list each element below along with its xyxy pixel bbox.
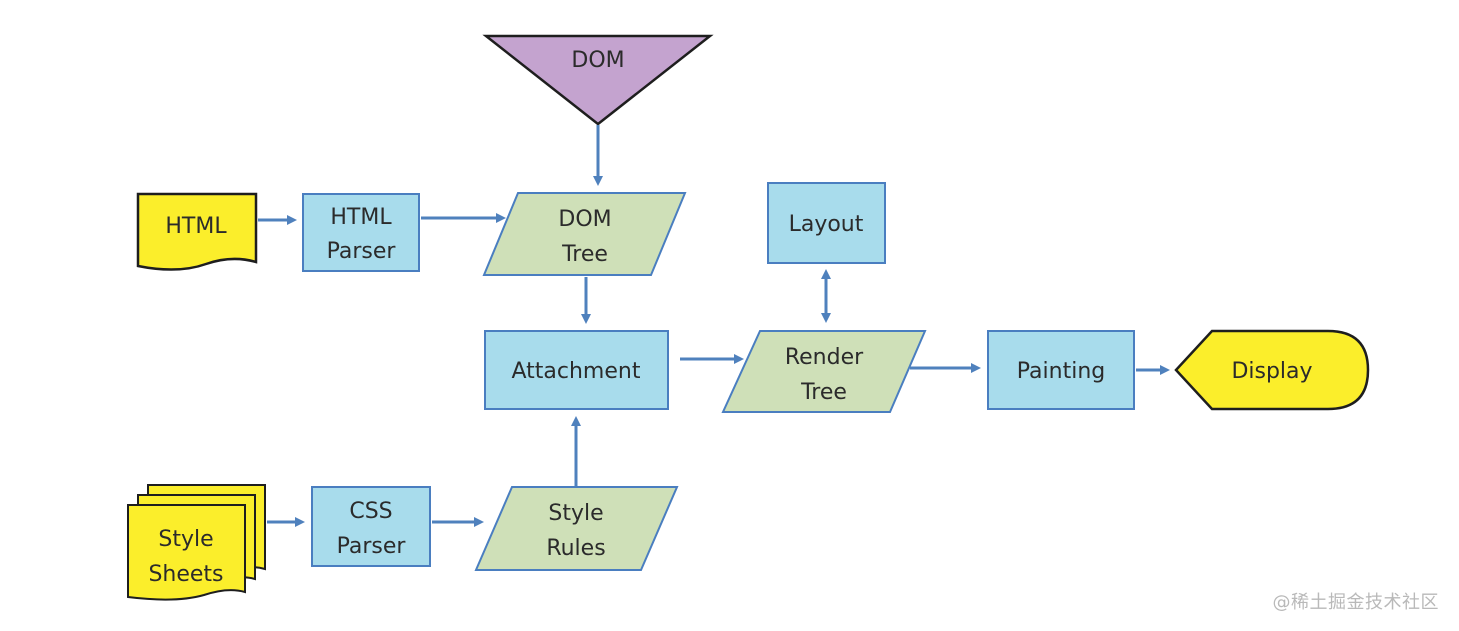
connector-arrows [258,125,1170,527]
attachment-label: Attachment [512,359,641,384]
render-tree-node: Render Tree [721,330,927,413]
html-parser-label-line2: Parser [327,239,397,264]
css-parser-label-line1: CSS [349,499,392,524]
html-parser-label-line1: HTML [330,205,392,230]
dom-tree-node: DOM Tree [482,192,687,276]
html-document-node: HTML [136,192,258,271]
style-rules-label-line1: Style [548,501,603,526]
css-parser-label-line2: Parser [337,534,407,559]
html-label: HTML [165,214,227,239]
render-tree-label-line2: Tree [800,380,847,405]
watermark-text: @稀土掘金技术社区 [1272,592,1439,613]
style-rules-node: Style Rules [474,486,679,571]
style-sheets-node: Style Sheets [127,484,266,601]
layout-node: Layout [767,182,886,264]
style-rules-label-line2: Rules [546,536,605,561]
dom-tree-label-line2: Tree [561,242,608,267]
style-sheets-label-line1: Style [158,527,213,552]
render-tree-label-line1: Render [785,345,864,370]
dom-label: DOM [571,48,624,73]
display-label: Display [1231,359,1312,384]
html-parser-node: HTML Parser [302,193,420,272]
painting-label: Painting [1017,359,1105,384]
display-node: Display [1174,329,1370,411]
dom-node: DOM [482,34,714,126]
attachment-node: Attachment [484,330,669,410]
dom-tree-label-line1: DOM [558,207,611,232]
painting-node: Painting [987,330,1135,410]
layout-label: Layout [789,212,864,237]
style-sheets-label-line2: Sheets [148,562,223,587]
css-parser-node: CSS Parser [311,486,431,567]
